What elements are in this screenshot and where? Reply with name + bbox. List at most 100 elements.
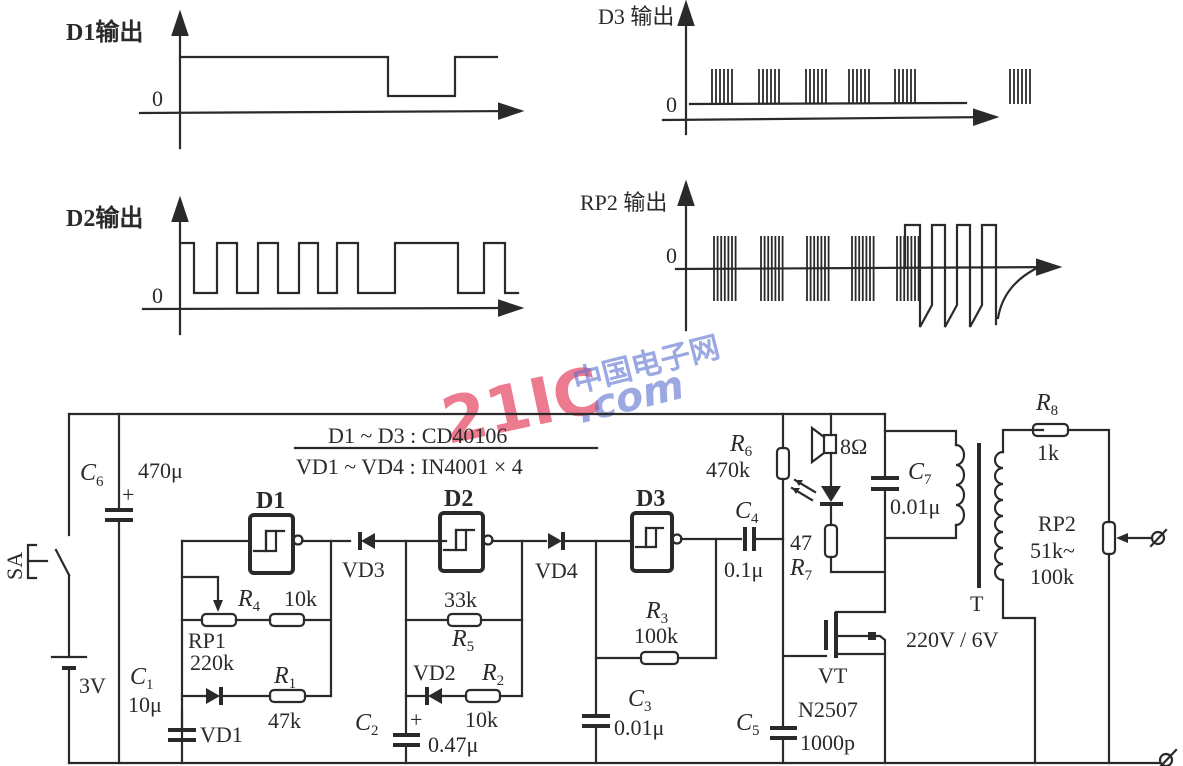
d1-zero: 0	[152, 86, 163, 111]
d2-hysteresis-icon	[442, 528, 476, 552]
capacitor-c1: C1 10μ	[128, 664, 196, 742]
t-primary-lead	[883, 429, 958, 447]
d2-x-axis	[141, 299, 525, 317]
r2-body	[464, 688, 502, 704]
speaker-label: 8Ω	[840, 434, 867, 459]
potentiometer-rp1[interactable]: RP1 220k	[180, 575, 238, 675]
rp2-body	[1101, 520, 1117, 556]
c5-value: 1000p	[800, 730, 855, 755]
note-line1: D1 ~ D3 : CD40106	[328, 423, 507, 448]
d3-hysteresis-icon	[644, 526, 658, 549]
resistor-r3: R3 100k	[634, 598, 680, 666]
waveform-rp2: RP2 输出 0	[580, 179, 1063, 332]
vt-arrow	[868, 632, 876, 640]
waveform-d2: D2输出 0	[66, 195, 525, 336]
c2-value: 0.47μ	[428, 732, 478, 757]
d3-zero: 0	[666, 92, 677, 117]
vt-source	[834, 634, 887, 765]
rp2-zero: 0	[666, 243, 677, 268]
vt-part: N2507	[798, 697, 858, 722]
led-ray-arrow	[792, 488, 800, 494]
d3-baseline	[688, 101, 968, 106]
r5-body	[446, 612, 483, 628]
mosfet-vt: VT N2507	[781, 610, 887, 765]
capacitor-c4: C4 0.1μ	[724, 498, 763, 582]
terminal-circle	[1150, 530, 1166, 546]
r2-value: 10k	[465, 707, 498, 732]
output-terminal-bottom[interactable]	[1158, 748, 1178, 766]
d3-body	[630, 511, 674, 573]
rp1-value: 220k	[190, 650, 234, 675]
t-secondary-lead	[1001, 578, 1037, 765]
led-ray-arrow	[795, 480, 803, 486]
t-secondary-coil	[993, 450, 1005, 582]
vd3-triangle	[361, 533, 375, 549]
potentiometer-rp2[interactable]: RP2 51k~ 100k	[1030, 511, 1152, 589]
vd1-triangle	[206, 688, 220, 704]
d3-bursts	[711, 69, 1031, 104]
r2-name: R2	[481, 660, 504, 689]
c7-value: 0.01μ	[890, 494, 940, 519]
output-terminal-top[interactable]	[1149, 528, 1168, 548]
led	[790, 478, 843, 506]
wire	[829, 555, 887, 574]
switch-sa[interactable]: SA	[2, 543, 71, 580]
d1-body	[248, 513, 295, 575]
d3-hysteresis-icon	[634, 526, 665, 549]
d3-x-axis	[661, 108, 1000, 126]
rp2-value2: 100k	[1030, 564, 1074, 589]
c7-name: C7	[908, 459, 932, 488]
c6-name: C6	[80, 460, 104, 490]
r3-name: R3	[645, 598, 668, 627]
t-name: T	[970, 591, 984, 616]
t-secondary-lead	[1001, 428, 1045, 454]
rp1-wiper	[180, 575, 220, 610]
vd2-label: VD2	[413, 660, 456, 685]
r8-name: R8	[1035, 390, 1058, 419]
r7-body	[823, 523, 839, 559]
r8-value: 1k	[1037, 440, 1059, 465]
transformer-t: T 220V / 6V	[883, 428, 1045, 765]
vd4-triangle	[548, 533, 562, 549]
d2-hysteresis-icon	[454, 528, 468, 552]
rp2-wiper-arrow	[1116, 533, 1128, 543]
capacitor-c7: C7 0.01μ	[871, 459, 940, 519]
rp2-name: RP2	[1038, 511, 1076, 536]
wire	[1066, 428, 1111, 524]
resistor-r7: 47 R7	[789, 523, 839, 584]
r1-value: 47k	[268, 708, 301, 733]
r5-name: R5	[451, 626, 474, 655]
r1-body	[268, 688, 307, 704]
r1-name: R1	[273, 663, 296, 692]
diode-vd2: VD2	[413, 660, 456, 705]
vt-drain	[834, 610, 887, 659]
capacitor-c5: C5 1000p	[736, 710, 855, 755]
vd3-label: VD3	[342, 557, 385, 582]
c1-value: 10μ	[128, 692, 162, 717]
c4-value: 0.1μ	[724, 557, 763, 582]
battery-label: 3V	[79, 673, 106, 698]
schmitt-inverter-d3: D3	[630, 486, 683, 573]
resistor-r8: R8 1k	[1031, 390, 1070, 465]
vd2-triangle	[428, 688, 442, 704]
vt-name: VT	[818, 663, 848, 688]
battery-3v: 3V	[50, 655, 106, 698]
terminal-slash	[1149, 528, 1168, 548]
speaker-cone	[810, 425, 826, 465]
d1-hysteresis-icon	[252, 529, 286, 553]
resistor-r2: R2 10k	[464, 660, 504, 732]
t-primary-coil	[954, 443, 966, 527]
r3-value: 100k	[634, 623, 678, 648]
r4-name: R4	[237, 586, 261, 615]
c6-plus: +	[122, 482, 134, 507]
d1-gate-label: D1	[256, 488, 285, 514]
resistor-r5: 33k R5	[444, 587, 483, 655]
terminal-circle	[1158, 752, 1174, 766]
capacitor-c2: + C2 0.47μ	[355, 707, 478, 757]
rp1-body	[200, 612, 238, 628]
speaker-8ohm: 8Ω	[810, 425, 867, 465]
d3-gate-label: D3	[636, 486, 665, 512]
led-triangle	[821, 486, 841, 502]
rp2-pulse-trace	[902, 223, 998, 328]
